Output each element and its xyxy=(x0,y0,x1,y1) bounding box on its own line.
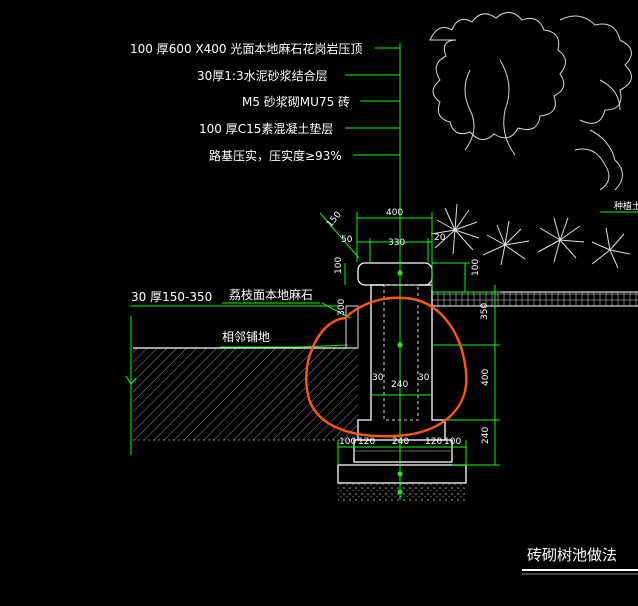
dim-inner-wall: 240 xyxy=(391,380,408,390)
dim-top-total: 400 xyxy=(386,208,403,218)
dim-wall-right: 30 xyxy=(418,373,430,383)
dim-cap-height: 100 xyxy=(471,259,481,276)
stone-note: 荔枝面本地麻石 xyxy=(229,287,313,302)
dim-top-right: 20 xyxy=(434,233,446,243)
dim-cap-left: 100 xyxy=(334,257,344,274)
dim-low-right: 240 xyxy=(481,427,491,444)
dim-left-vert: 300 xyxy=(337,299,347,316)
layer-note-5: 路基压实，压实度≥93% xyxy=(209,148,342,163)
dim-upper-right: 350 xyxy=(480,303,490,320)
dim-base-4: 120 xyxy=(425,437,442,447)
shrub-symbols xyxy=(430,203,631,269)
layer-note-4: 100 厚C15素混凝土垫层 xyxy=(199,121,333,136)
planting-soil-band xyxy=(432,291,638,307)
planting-note: 种植土 xyxy=(614,200,638,212)
left-note: 30 厚150-350 xyxy=(131,290,212,304)
dim-top-left: 50 xyxy=(341,235,353,245)
layer-note-1: 100 厚600 X400 光面本地麻石花岗岩压顶 xyxy=(130,41,362,56)
layer-note-2: 30厚1:3水泥砂浆结合层 xyxy=(197,68,328,83)
centerline-markers xyxy=(397,270,403,495)
layer-notes: 100 厚600 X400 光面本地麻石花岗岩压顶 30厚1:3水泥砂浆结合层 … xyxy=(130,41,362,163)
layer-note-3: M5 砂浆砌MU75 砖 xyxy=(242,94,350,109)
dim-wall-left: 30 xyxy=(372,373,384,383)
drawing-title: 砖砌树池做法 xyxy=(527,546,617,564)
dim-base-2: 120 xyxy=(358,437,375,447)
dim-base-1: 100 xyxy=(339,437,356,447)
dim-base-3: 240 xyxy=(392,437,409,447)
dim-diagonal: 150 xyxy=(325,210,344,230)
adjacent-paving xyxy=(133,347,358,441)
break-line xyxy=(125,316,137,455)
paving-note: 相邻铺地 xyxy=(222,330,270,344)
dim-base-5: 100 xyxy=(444,437,461,447)
dimension-labels: 400 50 330 20 150 100 350 400 240 100 30… xyxy=(325,208,491,447)
highlight-annotation xyxy=(305,296,468,438)
dim-mid-right: 400 xyxy=(481,369,491,386)
dim-top-mid: 330 xyxy=(388,238,405,248)
tree-canopy-outline xyxy=(429,12,632,191)
